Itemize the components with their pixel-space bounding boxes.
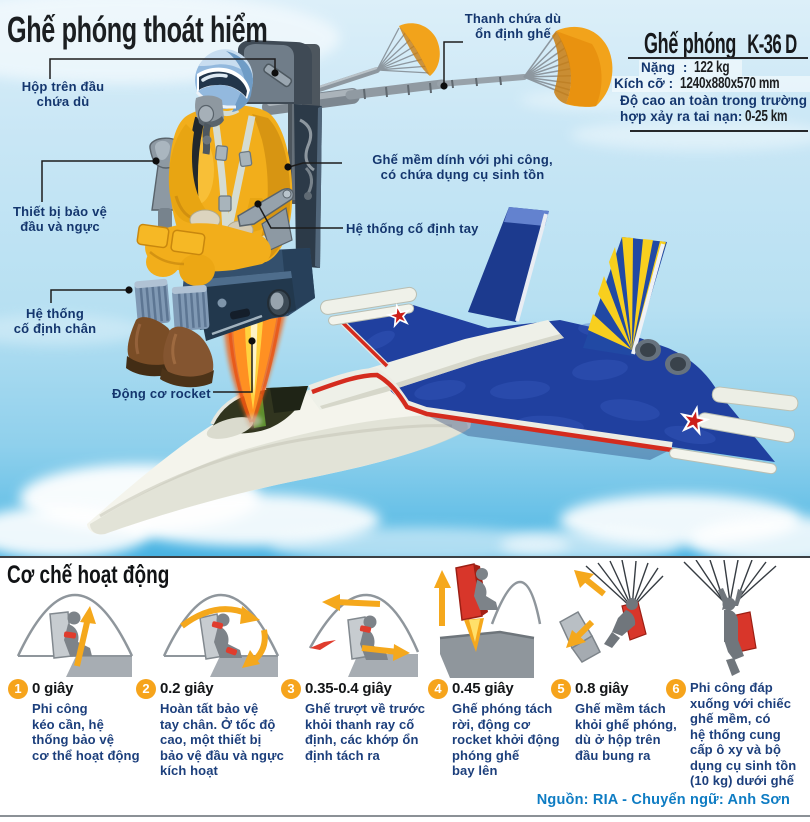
jet-tail-stinger — [711, 386, 799, 412]
step-5-time: 0.8 giây — [575, 680, 629, 697]
step-2: 2 0.2 giây Hoàn tất bảo vệ tay chân. Ở t… — [136, 679, 296, 779]
step-1: 1 0 giây Phi công kéo cần, hệ thống bảo … — [8, 679, 148, 763]
step4-flame — [464, 618, 484, 652]
jet-starboard-tip-rail — [669, 447, 777, 475]
spec-title-underline — [628, 57, 808, 59]
step-1-time: 0 giây — [32, 680, 74, 697]
step4-icon — [434, 563, 542, 678]
step6-pilot — [718, 588, 757, 676]
callout-body-protect: Thiết bị bảo vệ đầu và ngực — [12, 204, 107, 234]
callout-rocket-motor: Động cơ rocket — [112, 386, 211, 401]
step5-icon — [559, 560, 664, 663]
step1-icon — [16, 594, 134, 677]
bottom-separator-line — [0, 815, 810, 817]
callout-headrest-box: Hộp trên đầu chứa dù — [21, 79, 105, 109]
step-5: 5 0.8 giây Ghế mềm tách khỏi ghế phóng, … — [551, 679, 689, 763]
step-4-time: 0.45 giây — [452, 680, 514, 697]
drogue-parachute-small — [376, 23, 440, 76]
step-5-number: 5 — [551, 679, 571, 699]
spec-box-title: Ghế phóng K-36 D — [644, 28, 797, 61]
step-1-number: 1 — [8, 679, 28, 699]
callout-soft-seat: Ghế mềm dính với phi công, có chứa dụng … — [372, 152, 553, 182]
step-3-number: 3 — [281, 679, 301, 699]
step2-arrows — [180, 606, 268, 668]
step5-pilot — [604, 598, 647, 648]
jet-spine — [306, 320, 564, 410]
spec-row-size: Kích cỡ : 1240x880x570 mm — [612, 76, 810, 92]
callout-leg-restraint: Hệ thống cố định chân — [13, 306, 97, 336]
step-4: 4 0.45 giây Ghế phóng tách rời, động cơ … — [428, 679, 570, 779]
step2-icon — [162, 594, 280, 677]
spec-row-altitude: Độ cao an toàn trong trường hợp xảy ra t… — [620, 93, 808, 125]
step-1-description: Phi công kéo cần, hệ thống bảo vệ cơ thể… — [32, 701, 140, 763]
callout-stab-boom: Thanh chứa dù ổn định ghế — [464, 11, 562, 41]
jet-blue-body — [312, 305, 775, 462]
step-3: 3 0.35-0.4 giây Ghế trượt về trước khỏi … — [281, 679, 433, 763]
pilot-helmet — [195, 49, 253, 112]
step-4-description: Ghế phóng tách rời, động cơ rocket khởi … — [452, 701, 560, 778]
step4-arrow — [434, 570, 451, 626]
spec-title-model: K-36 D — [747, 29, 797, 59]
step-6-description: Phi công đáp xuống với chiếc ghế mềm, có… — [690, 680, 797, 788]
callout-dots — [125, 69, 448, 345]
step5-empty-seat — [559, 610, 601, 663]
jet-port-tip-rail — [328, 303, 415, 326]
spec-row-weight: Nặng : 122 kg — [639, 60, 743, 76]
step-2-description: Hoàn tất bảo vệ tay chân. Ở tốc độ cao, … — [160, 701, 284, 778]
step-6: 6 Phi công đáp xuống với chiếc ghế mềm, … — [666, 679, 808, 789]
step5-arrows — [566, 570, 606, 648]
step-3-description: Ghế trượt về trước khỏi thanh ray cố địn… — [305, 701, 426, 763]
step5-parachute-lines — [585, 560, 664, 609]
mechanism-heading: Cơ chế hoạt động — [7, 561, 170, 589]
step-5-description: Ghế mềm tách khỏi ghế phóng, dù ở hộp tr… — [575, 701, 677, 763]
jet-port-fin — [468, 207, 549, 322]
pilot — [126, 49, 294, 388]
jet-port-stabilator — [320, 286, 417, 315]
source-credit: Nguồn: RIA - Chuyển ngữ: Anh Sơn — [536, 792, 790, 808]
jet-engine-nozzles — [635, 339, 691, 375]
step-3-time: 0.35-0.4 giây — [305, 680, 392, 697]
fighter-jet — [87, 207, 799, 535]
top-separator-line — [0, 556, 810, 558]
step3-icon — [308, 593, 420, 677]
spec-bottom-underline — [630, 130, 808, 132]
step-2-time: 0.2 giây — [160, 680, 214, 697]
jet-starboard-fin — [583, 237, 667, 356]
step1-arrow — [74, 606, 96, 667]
step-4-number: 4 — [428, 679, 448, 699]
pilot-boots — [126, 317, 214, 388]
spec-title-name: Ghế phóng — [644, 28, 737, 60]
step6-icon — [683, 560, 777, 676]
oxygen-mask — [195, 95, 224, 155]
seat-armrest — [237, 187, 294, 251]
step6-parachute-lines — [683, 560, 777, 603]
drogue-parachute-large — [523, 26, 613, 107]
step-2-number: 2 — [136, 679, 156, 699]
page-title: Ghế phóng thoát hiểm — [7, 9, 268, 50]
step-6-number: 6 — [666, 679, 686, 699]
step3-arrows — [322, 594, 410, 661]
callout-lines — [41, 41, 463, 393]
callout-arm-restraint: Hệ thống cố định tay — [346, 221, 479, 236]
